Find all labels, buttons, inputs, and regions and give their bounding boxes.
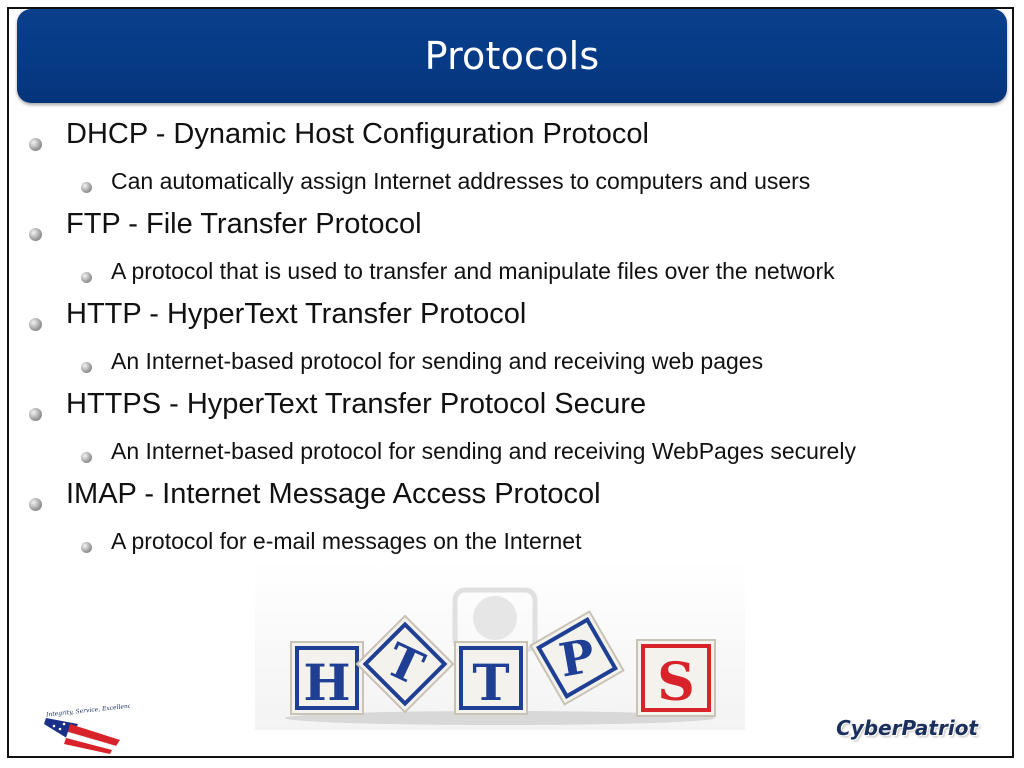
sub-bullet-dot-icon	[81, 542, 92, 553]
block-h: H	[290, 641, 364, 715]
bullet-term: HTTPS - HyperText Transfer Protocol Secu…	[66, 388, 647, 420]
bullet-list: DHCP - Dynamic Host Configuration Protoc…	[29, 118, 856, 554]
logo-text: Integrity, Service, Excellence	[45, 702, 130, 718]
sub-bullet-dot-icon	[81, 452, 92, 463]
slide-title: Protocols	[424, 34, 600, 78]
bullet-term: IMAP - Internet Message Access Protocol	[66, 478, 601, 510]
bullet-dot-icon	[29, 228, 42, 241]
sub-bullet-dot-icon	[81, 182, 92, 193]
bullet-dot-icon	[29, 138, 42, 151]
sub-bullet-dot-icon	[81, 362, 92, 373]
bullet-dot-icon	[29, 498, 42, 511]
bullet-description: An Internet-based protocol for sending a…	[111, 438, 856, 464]
block-t-1: T	[355, 614, 455, 714]
bullet-description: Can automatically assign Internet addres…	[111, 168, 811, 194]
sub-bullet-dot-icon	[81, 272, 92, 283]
block-letter: H	[303, 653, 350, 712]
block-t-2: T	[454, 641, 528, 715]
title-bar: Protocols	[17, 9, 1007, 103]
block-letter: T	[472, 653, 509, 712]
cyberpatriot-logo: CyberPatriot	[836, 716, 978, 740]
bullet-dot-icon	[29, 408, 42, 421]
bullet-description: A protocol that is used to transfer and …	[111, 258, 835, 284]
bullet-term: DHCP - Dynamic Host Configuration Protoc…	[66, 118, 649, 150]
flag-logo: Integrity, Service, Excellence	[44, 702, 130, 754]
bullet-term: HTTP - HyperText Transfer Protocol	[66, 298, 527, 330]
bullet-description: An Internet-based protocol for sending a…	[111, 348, 764, 374]
block-s: S	[636, 639, 716, 717]
https-blocks-image: H T T P S	[255, 560, 745, 730]
bullet-dot-icon	[29, 318, 42, 331]
bullet-description: A protocol for e-mail messages on the In…	[111, 528, 582, 554]
bullet-term: FTP - File Transfer Protocol	[66, 208, 422, 240]
block-p: P	[529, 610, 625, 706]
block-letter: S	[657, 652, 695, 713]
